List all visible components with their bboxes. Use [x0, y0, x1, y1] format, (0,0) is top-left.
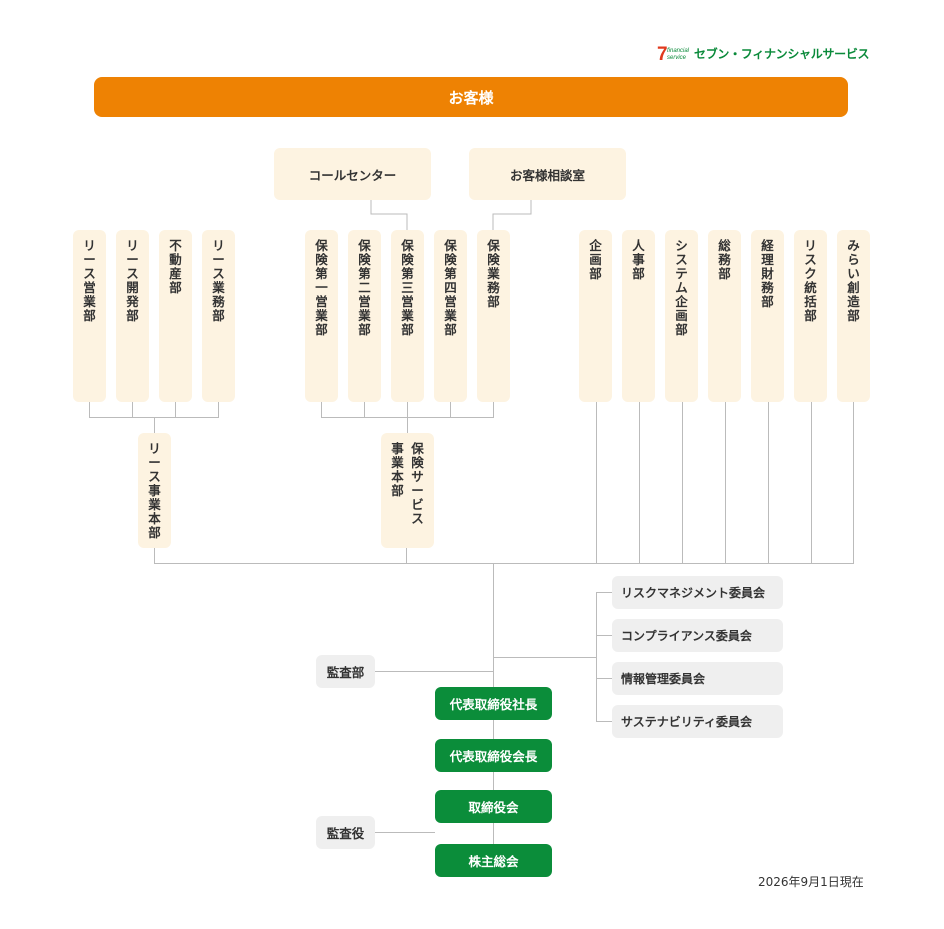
- compliance-committee: コンプライアンス委員会: [612, 619, 783, 652]
- department-label: 保険第四営業部: [444, 238, 457, 337]
- auditor-box: 監査役: [316, 816, 375, 849]
- department-label: みらい創造部: [847, 238, 860, 323]
- shareholders-meeting-box: 株主総会: [435, 844, 552, 877]
- insurance-department-box: 保険業務部: [477, 230, 510, 402]
- insurance-department-box: 保険第一営業部: [305, 230, 338, 402]
- department-label: 経理財務部: [761, 238, 774, 309]
- lease-department-box: リース開発部: [116, 230, 149, 402]
- call-center-box: コールセンター: [274, 148, 431, 200]
- department-label: リース開発部: [126, 238, 139, 323]
- as-of-date: 2026年9月1日現在: [758, 875, 864, 889]
- corporate-department-box: 企画部: [579, 230, 612, 402]
- department-label: 不動産部: [169, 238, 182, 295]
- corporate-department-box: リスク統括部: [794, 230, 827, 402]
- audit-department-box: 監査部: [316, 655, 375, 688]
- headquarters-label-line2: 事業本部: [391, 441, 404, 498]
- corporate-department-box: システム企画部: [665, 230, 698, 402]
- insurance-headquarters-box: 保険サービス 事業本部: [381, 433, 434, 548]
- insurance-department-box: 保険第四営業部: [434, 230, 467, 402]
- customer-consultation-box: お客様相談室: [469, 148, 626, 200]
- department-label: リスク統括部: [804, 238, 817, 323]
- headquarters-label: リース事業本部: [148, 441, 161, 540]
- lease-department-box: リース営業部: [73, 230, 106, 402]
- svg-text:service: service: [667, 55, 687, 61]
- department-label: 保険第三営業部: [401, 238, 414, 337]
- corporate-department-box: みらい創造部: [837, 230, 870, 402]
- department-label: リース業務部: [212, 238, 225, 323]
- company-name: セブン・フィナンシャルサービス: [694, 46, 870, 61]
- board-of-directors-box: 取締役会: [435, 790, 552, 823]
- insurance-department-box: 保険第二営業部: [348, 230, 381, 402]
- svg-text:financial: financial: [667, 48, 690, 54]
- department-label: 企画部: [589, 238, 602, 281]
- information-management-committee: 情報管理委員会: [612, 662, 783, 695]
- svg-text:7: 7: [657, 44, 668, 63]
- seven-logo-icon: 7 financial service: [657, 44, 690, 63]
- lease-department-box: 不動産部: [159, 230, 192, 402]
- corporate-department-box: 経理財務部: [751, 230, 784, 402]
- corporate-department-box: 総務部: [708, 230, 741, 402]
- department-label: 保険第二営業部: [358, 238, 371, 337]
- insurance-department-box: 保険第三営業部: [391, 230, 424, 402]
- department-label: 人事部: [632, 238, 645, 281]
- company-logo: 7 financial service セブン・フィナンシャルサービス: [657, 43, 870, 63]
- lease-department-box: リース業務部: [202, 230, 235, 402]
- department-label: 保険第一営業部: [315, 238, 328, 337]
- president-box: 代表取締役社長: [435, 687, 552, 720]
- department-label: 総務部: [718, 238, 731, 281]
- customer-bar: お客様: [94, 77, 848, 117]
- chairman-box: 代表取締役会長: [435, 739, 552, 772]
- department-label: リース営業部: [83, 238, 96, 323]
- risk-management-committee: リスクマネジメント委員会: [612, 576, 783, 609]
- sustainability-committee: サステナビリティ委員会: [612, 705, 783, 738]
- department-label: 保険業務部: [487, 238, 500, 309]
- department-label: システム企画部: [675, 238, 688, 337]
- lease-headquarters-box: リース事業本部: [138, 433, 171, 548]
- corporate-department-box: 人事部: [622, 230, 655, 402]
- headquarters-label-line1: 保険サービス: [411, 441, 424, 526]
